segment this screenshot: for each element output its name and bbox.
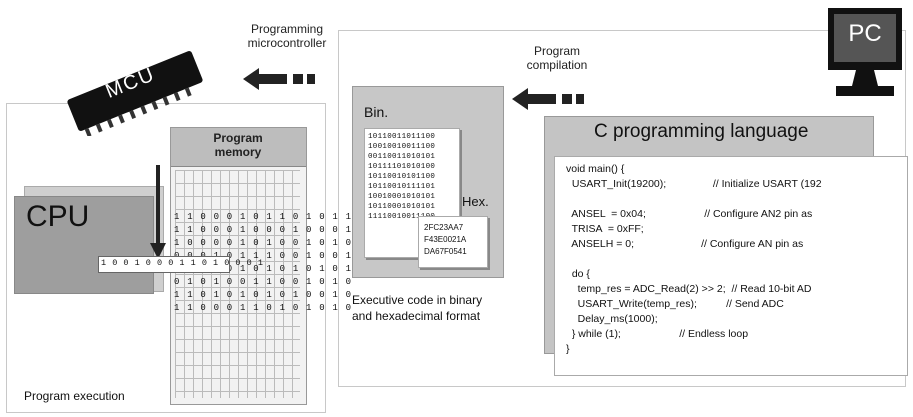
binary-line: 10110010111101 [368,183,436,191]
binary-line: 10111101010100 [368,163,436,171]
hex-label: Hex. [462,194,489,209]
binary-line: 00110011010101 [368,153,436,161]
monitor-icon [828,8,902,96]
bin-label: Bin. [364,104,389,120]
mcu-chip [67,51,203,136]
fetched-word: 1 0 0 1 0 0 0 1 1 0 1 0 0 0 1 [98,256,263,273]
programming-arrow [243,68,315,90]
binary-line: 10110001010101 [368,203,436,211]
program-memory-grid [175,170,300,398]
memory-row: 1 1 0 1 0 1 0 1 0 1 0 0 1 0 [174,290,353,300]
code-line: TRISA = 0xFF; [566,223,644,235]
program-memory [170,127,307,405]
programming-mcu-label: Programming microcontroller [247,22,327,50]
fetch-arrow [150,165,166,259]
memory-row: 1 1 0 0 0 1 1 0 1 0 1 0 1 0 [174,303,353,313]
code-line: } [566,343,570,355]
hex-line: DA67F0541 [424,247,467,256]
binary-lines: 10110011011100 10010010011100 001100110101… [368,132,435,222]
code-lines: void main() { USART_Init(19200); // Init… [566,163,904,358]
code-line: temp_res = ADC_Read(2) >> 2; // Read 10-… [566,283,812,295]
hex-line: F43E0021A [424,235,467,244]
exec-code-caption: Executive code in binary and hexadecimal… [352,293,483,323]
cpu-label: CPU [26,200,90,233]
memory-row: 1 1 0 0 0 1 0 0 0 1 0 0 0 1 [174,225,353,235]
program-memory-header [171,128,306,167]
hex-line: 2FC23AA7 [424,223,464,232]
code-line [566,253,904,268]
program-execution-label: Program execution [24,389,125,403]
memory-rows: 1 1 0 0 0 1 0 1 1 0 1 0 1 1 1 1 0 0 0 1 0… [174,212,352,316]
code-line: void main() { [566,163,625,175]
code-line: ANSELH = 0; // Configure AN pin as [566,238,804,250]
code-sheet [554,156,908,376]
code-line: do { [566,268,590,280]
cpu-block: CPU [14,186,164,294]
code-line: ANSEL = 0x04; // Configure AN2 pin as [566,208,813,220]
program-compilation-label: Program compilation [526,44,588,72]
binary-line: 11110010011100 [368,213,436,221]
program-memory-label: Program memory [213,131,263,159]
memory-row: 1 1 0 0 0 1 0 1 1 0 1 0 1 1 [174,212,353,222]
code-line: } while (1); // Endless loop [566,328,749,340]
binary-line: 10110011011100 [368,133,436,141]
c-language-title: C programming language [594,121,809,142]
code-line [566,193,904,208]
compilation-arrow [512,88,584,110]
pc-monitor: PC [826,6,906,102]
binary-line: 10110010101100 [368,173,436,181]
binary-line: 10010001010101 [368,193,436,201]
memory-row: 1 0 0 0 0 1 0 1 0 0 1 0 1 0 [174,238,353,248]
pc-label: PC [848,20,882,47]
hex-doc [418,216,488,268]
memory-row: 0 1 0 1 0 0 1 1 0 0 1 0 1 0 [174,277,353,287]
code-line: USART_Write(temp_res); // Send ADC [566,298,784,310]
binary-line: 10010010011100 [368,143,436,151]
code-line: USART_Init(19200); // Initialize USART (… [566,178,822,190]
code-line: Delay_ms(1000); [566,313,658,325]
